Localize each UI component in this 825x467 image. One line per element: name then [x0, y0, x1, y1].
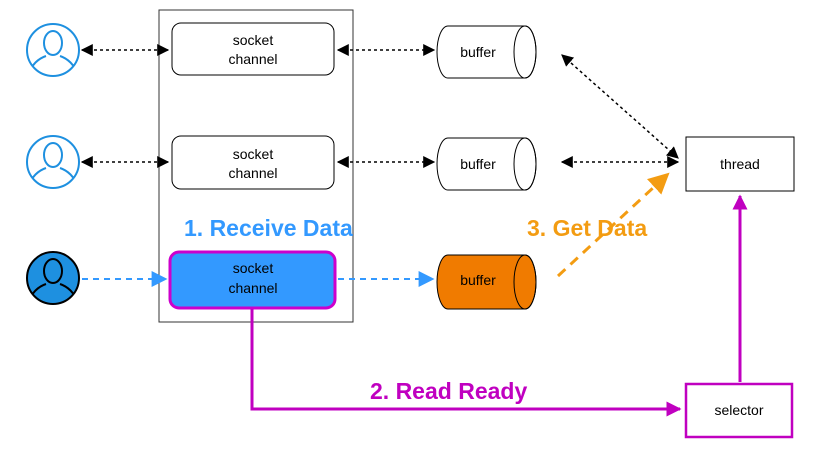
get-data-arrow — [556, 172, 670, 278]
read-ready-arrow — [250, 309, 682, 417]
selector-label: selector — [714, 402, 763, 418]
thread-box: thread — [685, 136, 795, 192]
thread-label: thread — [720, 156, 760, 172]
socket-channel-label: channel — [228, 51, 277, 67]
buffer-2: buffer — [436, 137, 537, 191]
step-get-data-label: 3. Get Data — [527, 215, 647, 241]
socket-channel-label: socket — [233, 32, 274, 48]
user-icon — [26, 135, 80, 189]
buffer-thread-arrow — [561, 54, 679, 159]
user-icon — [26, 23, 80, 77]
socket-channel-2: socket channel — [171, 135, 335, 190]
socket-channel-label: socket — [233, 260, 274, 276]
step-read-ready-label: 2. Read Ready — [370, 378, 527, 404]
socket-channel-3-active: socket channel — [168, 250, 337, 310]
buffer-label: buffer — [460, 44, 496, 60]
buffer-1: buffer — [436, 25, 537, 79]
buffer-label: buffer — [460, 156, 496, 172]
socket-channel-label: socket — [233, 146, 274, 162]
user-icon — [26, 251, 80, 305]
buffer-label: buffer — [460, 272, 496, 288]
step-receive-label: 1. Receive Data — [184, 215, 353, 241]
socket-channel-1: socket channel — [171, 22, 335, 76]
buffer-3-active: buffer — [436, 254, 537, 310]
socket-channel-label: channel — [228, 280, 277, 296]
socket-channel-label: channel — [228, 165, 277, 181]
selector-box: selector — [684, 382, 794, 439]
